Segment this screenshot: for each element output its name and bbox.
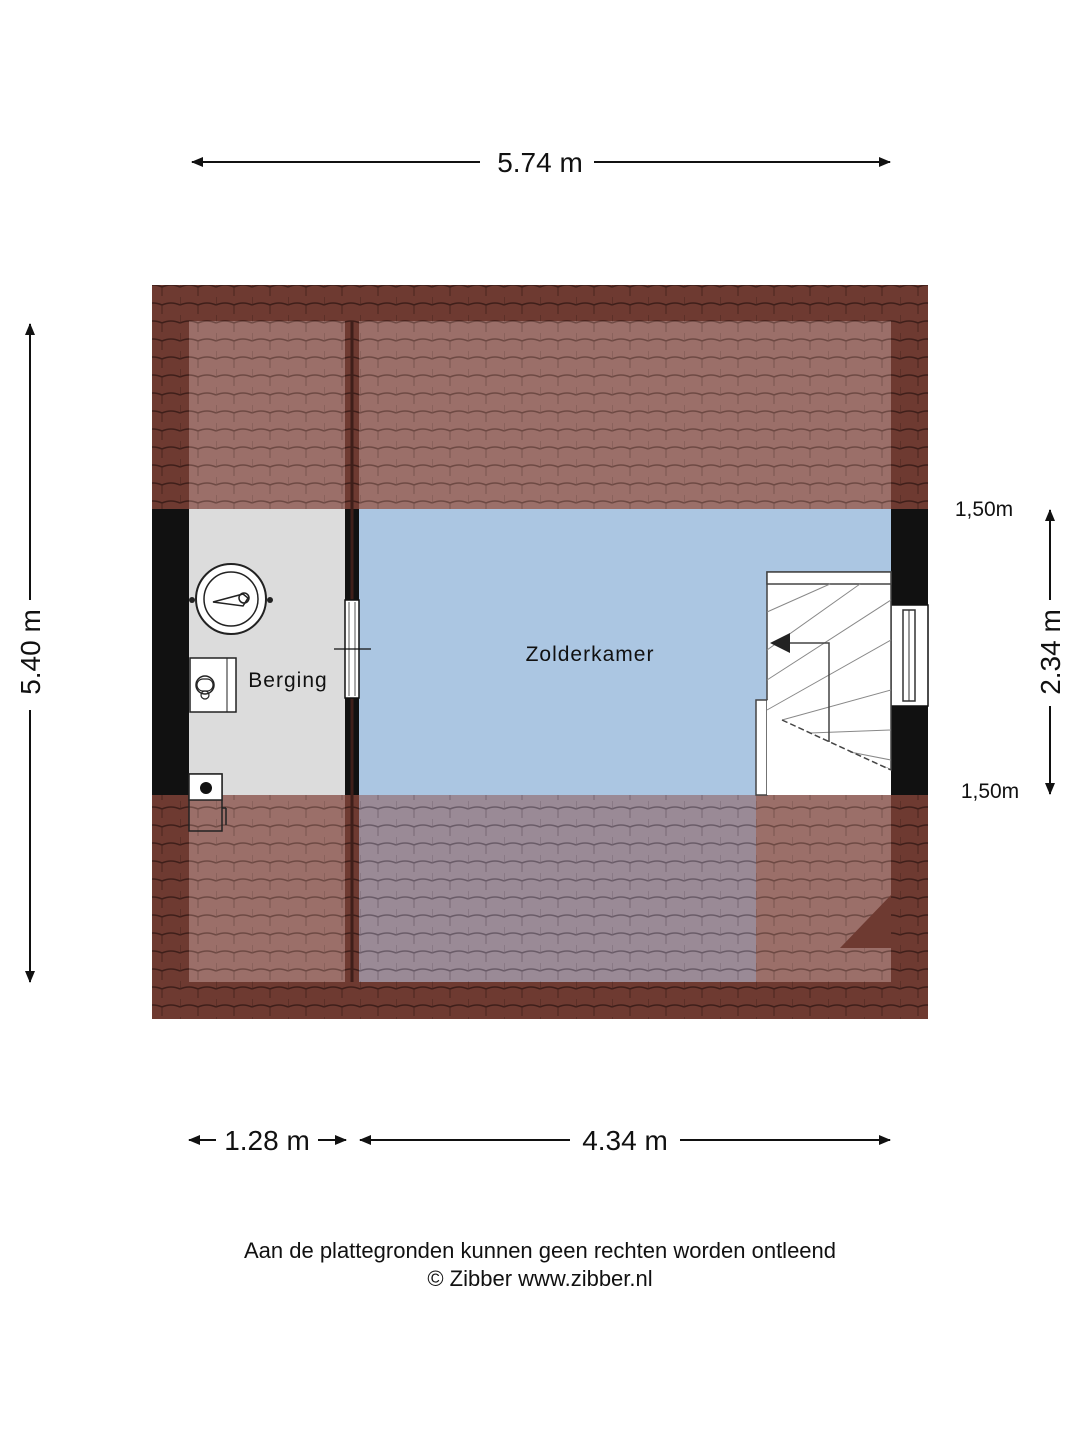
roof-top-zolder	[359, 321, 891, 509]
berging-room	[189, 509, 345, 795]
right-upper-marker: 1,50m	[955, 498, 1013, 521]
roof-bottom-berging	[189, 795, 345, 982]
building: Zolderkamer Berging	[152, 285, 929, 1019]
zolderkamer-label: Zolderkamer	[526, 643, 655, 666]
left-dimension: 5.40 m	[15, 323, 46, 983]
washing-machine-icon	[189, 657, 237, 713]
window-icon	[334, 599, 371, 699]
right-height-label: 2.34 m	[1035, 609, 1066, 695]
berging-label: Berging	[248, 669, 327, 692]
top-dimension: 5.74 m	[191, 147, 891, 178]
roof-top-berging	[189, 321, 345, 509]
bottom-dimensions: 1.28 m 4.34 m	[188, 1125, 891, 1156]
roof-bottom-stairs	[756, 795, 891, 982]
staircase-icon	[755, 571, 892, 796]
copyright-text: © Zibber www.zibber.nl	[427, 1266, 653, 1291]
bottom-left-label: 1.28 m	[224, 1125, 310, 1156]
bottom-right-label: 4.34 m	[582, 1125, 668, 1156]
right-dimension: 2.34 m 1,50m 1,50m	[955, 498, 1066, 803]
right-wall-lower	[891, 706, 928, 795]
right-window-icon	[890, 604, 929, 707]
right-lower-marker: 1,50m	[961, 780, 1019, 803]
boiler-icon	[189, 563, 273, 635]
top-width-label: 5.74 m	[497, 147, 583, 178]
roof-triangle	[840, 895, 891, 948]
right-wall-upper	[891, 509, 928, 605]
left-height-label: 5.40 m	[15, 609, 46, 695]
roof-bottom-zolder	[359, 795, 756, 982]
left-wall	[152, 509, 189, 795]
drain-icon	[188, 773, 227, 832]
disclaimer-text: Aan de plattegronden kunnen geen rechten…	[243, 1238, 837, 1263]
